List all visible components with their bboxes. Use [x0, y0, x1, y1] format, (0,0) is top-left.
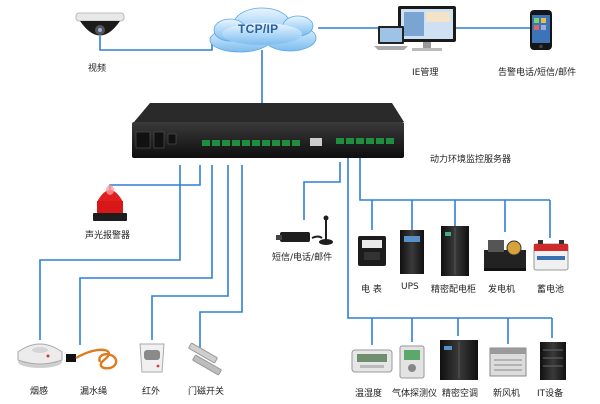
label-leak: 漏水绳 — [80, 387, 108, 397]
ups-cabinet-icon — [400, 230, 424, 274]
tcpip-cloud-icon — [209, 7, 317, 53]
label-distribution: 精密配电柜 — [431, 285, 477, 295]
line-to-env-bus — [347, 158, 552, 319]
connection-lines — [39, 27, 553, 348]
temp-humidity-icon — [351, 349, 393, 373]
label-generator: 发电机 — [488, 285, 516, 295]
line-to-ir — [151, 165, 229, 340]
distribution-cabinet-icon — [441, 226, 469, 276]
gas-detector-icon — [399, 345, 425, 379]
monitoring-server-icon — [132, 103, 404, 158]
label-precision-ac: 精密空调 — [442, 389, 479, 399]
strobe-alarm-icon — [93, 185, 127, 221]
line-to-leak — [79, 165, 213, 345]
line-to-sms — [303, 162, 341, 220]
label-door: 门磁开关 — [188, 387, 225, 397]
fresh-air-unit-icon — [489, 347, 527, 377]
water-leak-rope-icon — [66, 348, 118, 370]
dome-camera-icon — [75, 12, 125, 36]
label-strobe-alarm: 声光报警器 — [85, 231, 131, 241]
line-camera-to-cloud — [99, 36, 213, 51]
label-server: 动力环境监控服务器 — [430, 155, 512, 165]
label-it: IT设备 — [537, 389, 564, 399]
line-to-power-bus — [359, 158, 550, 201]
precision-ac-icon — [440, 340, 478, 380]
it-rack-icon — [540, 342, 566, 380]
label-meter: 电 表 — [361, 285, 382, 295]
computer-monitor-icon — [374, 6, 456, 51]
label-gas: 气体探测仪 — [392, 389, 438, 399]
battery-icon — [533, 240, 569, 271]
line-to-smoke — [39, 165, 181, 340]
mobile-phone-icon — [530, 10, 552, 50]
label-ups: UPS — [401, 282, 419, 292]
label-ir: 红外 — [142, 387, 161, 397]
door-contact-icon — [188, 342, 222, 376]
label-ie-management: IE管理 — [412, 68, 439, 78]
label-battery: 蓄电池 — [537, 285, 565, 295]
label-video: 视频 — [88, 64, 107, 74]
label-sms: 短信/电话/邮件 — [272, 253, 333, 263]
network-label: TCP/IP — [238, 22, 279, 36]
label-smoke: 烟感 — [30, 387, 49, 397]
power-meter-icon — [358, 236, 386, 266]
line-to-door — [199, 165, 243, 348]
label-temp-humidity: 温湿度 — [355, 389, 383, 399]
label-fresh-air: 新风机 — [493, 389, 521, 399]
smoke-detector-icon — [17, 343, 63, 368]
label-alarm-phone: 告警电话/短信/邮件 — [498, 68, 577, 78]
line-to-alarm — [109, 165, 201, 200]
infrared-sensor-icon — [139, 343, 165, 373]
generator-icon — [484, 240, 526, 271]
sms-modem-icon — [276, 215, 333, 245]
